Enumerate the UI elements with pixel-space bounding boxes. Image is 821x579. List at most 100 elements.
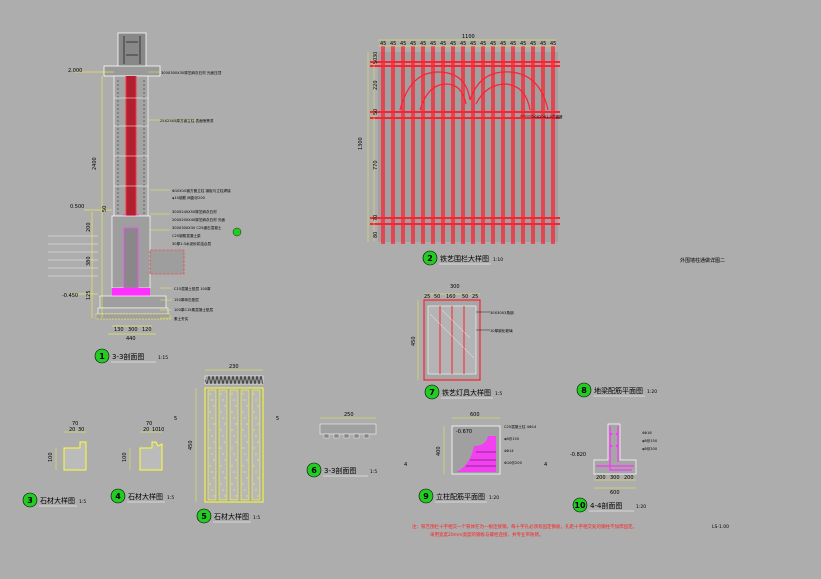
stone-texture: [222, 471, 224, 473]
stone-texture: [213, 477, 215, 479]
s1-label: 200X200X40厚芝麻灰石材 光面: [172, 217, 226, 222]
dim-v3: 380: [86, 256, 92, 266]
s9-side: 4: [544, 462, 547, 468]
stone-texture: [220, 447, 222, 449]
stone-texture: [246, 477, 248, 479]
stone-texture: [242, 411, 244, 413]
s4-c: 10: [158, 427, 164, 433]
fence-left-dim: 50: [373, 58, 379, 64]
stone-texture: [235, 423, 237, 425]
s1-label: 素土夯实: [174, 316, 189, 321]
drawing-number-bubble: [418, 488, 434, 504]
stone-texture: [246, 441, 248, 443]
s1-label: 25X25X5厚方钢立柱 表面喷黑漆: [160, 118, 214, 123]
stone-texture: [209, 465, 211, 467]
stone-texture: [244, 399, 246, 401]
fence-top-dim: 45: [430, 41, 436, 47]
s3-w: 70: [72, 421, 78, 427]
stone-texture: [211, 453, 213, 455]
drawing-title: 地梁配筋平面图: [594, 386, 643, 395]
drawing-title: 石材大样图: [128, 492, 163, 501]
drawing-title: 石材大样图: [40, 496, 75, 505]
fence-height: 1300: [358, 137, 364, 150]
drawing-3-stone: 70 20 30 100: [48, 421, 87, 471]
fence-note: 20X20X1.5方钢管: [532, 114, 563, 119]
s9-w: 600: [470, 412, 480, 418]
stone-texture: [231, 393, 233, 395]
stone-texture: [213, 495, 215, 497]
s10-b: 200: [624, 475, 634, 481]
stone-texture: [211, 399, 213, 401]
fence-top-dim: 45: [400, 41, 406, 47]
stone-texture: [209, 429, 211, 431]
dim-b2: 300: [128, 327, 138, 333]
lamp-inner: 50: [462, 294, 468, 300]
drawing-number: 5: [201, 512, 207, 521]
stone-texture: [253, 465, 255, 467]
s9-elev: -0.670: [456, 429, 472, 435]
drawing-title: 立柱配筋平面图: [436, 492, 485, 501]
drawing-scale: 1:20: [647, 389, 657, 395]
stone-texture: [255, 453, 257, 455]
stone-texture: [246, 405, 248, 407]
s3-b: 30: [78, 427, 84, 433]
s9-bars: φ8@150: [504, 437, 520, 441]
stone-texture: [235, 459, 237, 461]
stone-texture: [224, 477, 226, 479]
stone-texture: [244, 471, 246, 473]
stone-texture: [253, 429, 255, 431]
s1-label: Φ10X10钢方管立柱 钢板与立柱焊接: [172, 188, 231, 193]
stone-texture: [213, 441, 215, 443]
s5-w: 230: [229, 364, 239, 370]
stone-strip: [218, 389, 228, 501]
drawing-number-bubble: [572, 497, 588, 513]
stone-texture: [253, 483, 255, 485]
dim-v4: 125: [86, 290, 92, 300]
drawing-scale: 1:5: [370, 469, 377, 475]
stone-texture: [231, 429, 233, 431]
drawing-scale: 1:5: [167, 495, 174, 501]
lamp-inner: 25: [472, 294, 478, 300]
notes-line1: 注：铁艺围栏十字相交一个铁体在为一根连接钢，每十字孔必须有固定钢板，孔距十字相交…: [412, 523, 637, 530]
stone-texture: [211, 489, 213, 491]
stone-strip: [240, 389, 250, 501]
stone-texture: [220, 483, 222, 485]
stone-texture: [213, 459, 215, 461]
drawing-number-bubble: [422, 250, 438, 266]
stone-texture: [222, 435, 224, 437]
notes-line2: 采用宽度20mm宽度的钢板与螺栓连接，并专业带防锈。: [430, 531, 544, 538]
stone-texture: [246, 459, 248, 461]
lamp-inner: 50: [434, 294, 440, 300]
s10-bars: φ8@150: [642, 439, 658, 443]
stone-texture: [224, 423, 226, 425]
drawing-number: 2: [427, 254, 433, 263]
fence-top-dim: 45: [390, 41, 396, 47]
s6-w: 250: [344, 412, 354, 418]
drawing-title: 铁艺围栏大样图: [440, 254, 489, 263]
stone-texture: [257, 441, 259, 443]
drawing-title: 石材大样图: [214, 512, 249, 521]
stone-texture: [224, 405, 226, 407]
drawing-number-bubble: [424, 384, 440, 400]
stone-texture: [253, 393, 255, 395]
drawing-10-section: 200 300 200 600 -0.820 4Φ16 φ8@150 φ8@20…: [570, 423, 658, 496]
drawing-number-bubble: [22, 492, 38, 508]
lamp-label1: 30X30X3角钢: [490, 310, 514, 315]
stone-texture: [213, 405, 215, 407]
stone-strip: [251, 389, 261, 501]
stone-texture: [233, 489, 235, 491]
s4-b: 10: [152, 427, 158, 433]
drawing-number-bubble: [94, 348, 110, 364]
drawing-number: 10: [574, 501, 586, 510]
stone-texture: [220, 429, 222, 431]
fence-top-dim: 45: [440, 41, 446, 47]
drawing-number: 8: [581, 386, 587, 395]
stone-texture: [244, 489, 246, 491]
stone-texture: [257, 405, 259, 407]
fence-top-dim: 45: [480, 41, 486, 47]
fence-top-dim: 45: [450, 41, 456, 47]
sheet-number: LS-1.00: [712, 524, 729, 530]
drawing-scale: 1:20: [489, 495, 499, 501]
